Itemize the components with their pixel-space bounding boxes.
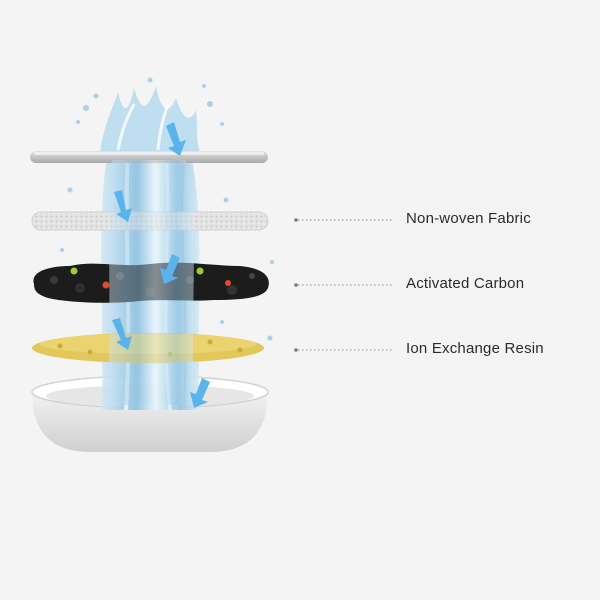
down-arrow-icon — [160, 254, 180, 284]
leader-dot — [294, 218, 298, 222]
down-arrow-icon — [114, 190, 132, 222]
label-non-woven-fabric: Non-woven Fabric — [406, 210, 531, 227]
down-arrow-icon — [112, 318, 132, 350]
leader-dot — [294, 348, 298, 352]
down-arrow-icon — [166, 122, 186, 156]
label-activated-carbon: Activated Carbon — [406, 275, 525, 292]
label-ion-exchange-resin: Ion Exchange Resin — [406, 340, 544, 357]
leader-dot — [294, 283, 298, 287]
down-arrow-icon — [190, 378, 210, 408]
filter-top-cap — [30, 151, 268, 163]
